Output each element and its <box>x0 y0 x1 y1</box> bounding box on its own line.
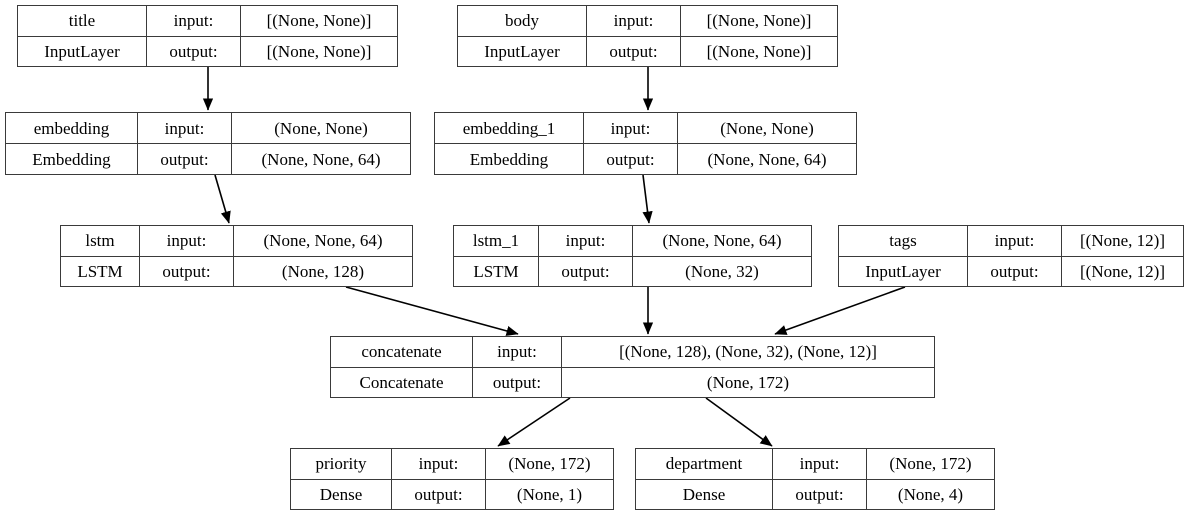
node-embedding[interactable]: embedding input: (None, None) Embedding … <box>5 112 411 175</box>
node-concatenate-input-row: concatenate input: [(None, 128), (None, … <box>331 337 934 368</box>
edge-concatenate-to-department <box>705 397 773 447</box>
node-department-class: Dense <box>636 479 773 509</box>
node-title-name: title <box>18 6 147 36</box>
node-title-output-label: output: <box>147 36 241 66</box>
node-priority-name: priority <box>291 449 392 479</box>
node-tags-input-shape: [(None, 12)] <box>1080 231 1165 251</box>
node-embedding-input-shape: (None, None) <box>274 118 368 138</box>
node-embedding-class: Embedding <box>6 144 138 174</box>
node-department-output-row: Dense output: (None, 4) <box>636 479 994 509</box>
node-department[interactable]: department input: (None, 172) Dense outp… <box>635 448 995 510</box>
node-body-input-row: body input: [(None, None)] <box>458 6 837 37</box>
node-title-class: InputLayer <box>18 36 147 66</box>
node-lstm-1-output-shape: (None, 32) <box>685 261 759 281</box>
node-title-input-label: input: <box>147 6 241 36</box>
node-lstm-output-row: LSTM output: (None, 128) <box>61 256 412 286</box>
node-embedding-1[interactable]: embedding_1 input: (None, None) Embeddin… <box>434 112 857 175</box>
node-priority-input-label: input: <box>392 449 486 479</box>
node-tags-name: tags <box>839 226 968 256</box>
node-concatenate-input-label: input: <box>473 337 562 367</box>
node-department-input-label: input: <box>773 449 867 479</box>
node-title-input-row: title input: [(None, None)] <box>18 6 397 37</box>
node-embedding-input-label: input: <box>138 113 232 143</box>
node-embedding-1-name: embedding_1 <box>435 113 584 143</box>
node-department-output-shape: (None, 4) <box>897 484 964 504</box>
node-priority-output-label: output: <box>392 479 486 509</box>
node-embedding-1-output-label: output: <box>584 144 678 174</box>
node-lstm-input-label: input: <box>140 226 234 256</box>
node-body-input-label: input: <box>587 6 681 36</box>
node-title[interactable]: title input: [(None, None)] InputLayer o… <box>17 5 398 67</box>
node-title-output-shape: [(None, None)] <box>266 41 372 61</box>
node-department-output-label: output: <box>773 479 867 509</box>
node-tags-output-label: output: <box>968 256 1062 286</box>
edge-tags-to-concatenate <box>774 286 906 335</box>
node-lstm-input-row: lstm input: (None, None, 64) <box>61 226 412 257</box>
node-lstm-output-label: output: <box>140 256 234 286</box>
node-tags-output-shape: [(None, 12)] <box>1080 261 1165 281</box>
node-lstm-1-input-shape: (None, None, 64) <box>662 231 782 251</box>
node-body-name: body <box>458 6 587 36</box>
node-tags-class: InputLayer <box>839 256 968 286</box>
edge-concatenate-to-priority <box>497 397 571 447</box>
node-priority-class: Dense <box>291 479 392 509</box>
node-concatenate-output-label: output: <box>473 367 562 397</box>
node-lstm-1-output-row: LSTM output: (None, 32) <box>454 256 811 286</box>
node-priority-output-row: Dense output: (None, 1) <box>291 479 613 509</box>
node-tags-input-label: input: <box>968 226 1062 256</box>
node-body[interactable]: body input: [(None, None)] InputLayer ou… <box>457 5 838 67</box>
node-body-class: InputLayer <box>458 36 587 66</box>
node-title-output-row: InputLayer output: [(None, None)] <box>18 36 397 66</box>
node-title-input-shape: [(None, None)] <box>266 11 372 31</box>
node-embedding-output-label: output: <box>138 144 232 174</box>
node-tags[interactable]: tags input: [(None, 12)] InputLayer outp… <box>838 225 1184 287</box>
node-embedding-input-row: embedding input: (None, None) <box>6 113 410 144</box>
node-lstm-1-class: LSTM <box>454 256 539 286</box>
node-embedding-1-class: Embedding <box>435 144 584 174</box>
node-embedding-1-input-row: embedding_1 input: (None, None) <box>435 113 856 144</box>
edge-embedding_1-to-lstm_1 <box>642 174 653 224</box>
node-embedding-output-shape: (None, None, 64) <box>261 149 381 169</box>
node-embedding-output-row: Embedding output: (None, None, 64) <box>6 144 410 174</box>
node-department-input-shape: (None, 172) <box>889 454 972 474</box>
node-lstm-1[interactable]: lstm_1 input: (None, None, 64) LSTM outp… <box>453 225 812 287</box>
node-concatenate-output-row: Concatenate output: (None, 172) <box>331 367 934 397</box>
node-priority-input-shape: (None, 172) <box>508 454 591 474</box>
node-body-output-shape: [(None, None)] <box>706 41 812 61</box>
edge-lstm-to-concatenate <box>345 286 519 336</box>
node-body-output-row: InputLayer output: [(None, None)] <box>458 36 837 66</box>
node-lstm-1-name: lstm_1 <box>454 226 539 256</box>
node-lstm-input-shape: (None, None, 64) <box>263 231 383 251</box>
node-embedding-1-input-label: input: <box>584 113 678 143</box>
node-embedding-1-input-shape: (None, None) <box>720 118 814 138</box>
node-lstm-1-input-label: input: <box>539 226 633 256</box>
node-lstm-name: lstm <box>61 226 140 256</box>
node-lstm-1-output-label: output: <box>539 256 633 286</box>
node-embedding-1-output-shape: (None, None, 64) <box>707 149 827 169</box>
node-department-input-row: department input: (None, 172) <box>636 449 994 480</box>
node-embedding-name: embedding <box>6 113 138 143</box>
node-embedding-1-output-row: Embedding output: (None, None, 64) <box>435 144 856 174</box>
node-department-name: department <box>636 449 773 479</box>
node-tags-input-row: tags input: [(None, 12)] <box>839 226 1183 257</box>
node-lstm-class: LSTM <box>61 256 140 286</box>
node-priority[interactable]: priority input: (None, 172) Dense output… <box>290 448 614 510</box>
node-concatenate-class: Concatenate <box>331 367 473 397</box>
node-concatenate-input-shape: [(None, 128), (None, 32), (None, 12)] <box>619 342 877 362</box>
node-concatenate-name: concatenate <box>331 337 473 367</box>
node-tags-output-row: InputLayer output: [(None, 12)] <box>839 256 1183 286</box>
node-lstm-output-shape: (None, 128) <box>281 261 365 281</box>
node-lstm-1-input-row: lstm_1 input: (None, None, 64) <box>454 226 811 257</box>
node-lstm[interactable]: lstm input: (None, None, 64) LSTM output… <box>60 225 413 287</box>
node-body-input-shape: [(None, None)] <box>706 11 812 31</box>
node-concatenate[interactable]: concatenate input: [(None, 128), (None, … <box>330 336 935 398</box>
node-priority-output-shape: (None, 1) <box>516 484 583 504</box>
node-concatenate-output-shape: (None, 172) <box>706 372 790 392</box>
node-body-output-label: output: <box>587 36 681 66</box>
node-priority-input-row: priority input: (None, 172) <box>291 449 613 480</box>
edge-embedding-to-lstm <box>214 174 231 224</box>
